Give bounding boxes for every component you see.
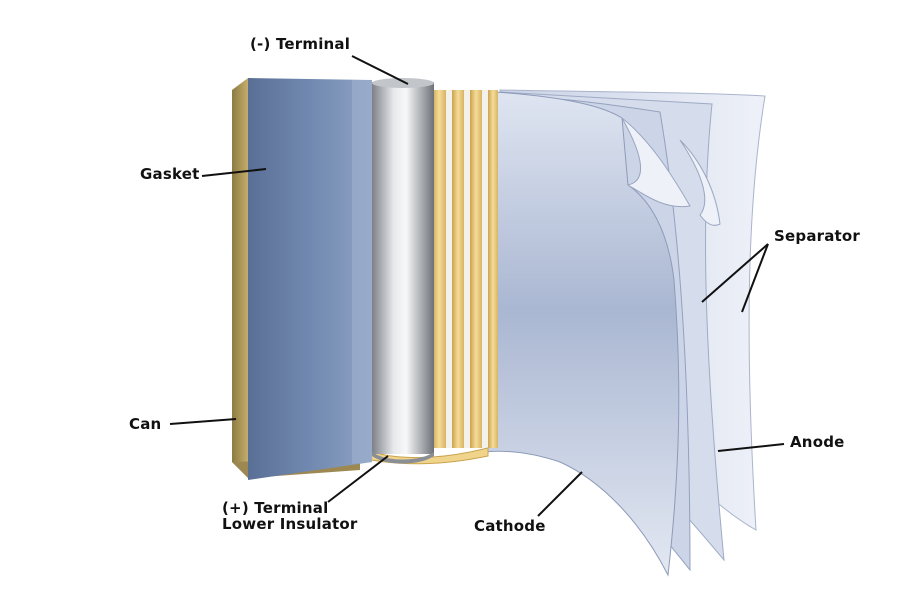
leader-separator-2 <box>741 243 769 313</box>
insulator-strip-1 <box>432 90 446 448</box>
terminal-cylinder <box>372 82 434 454</box>
gasket-label: Gasket <box>140 165 200 183</box>
electrode-strip-1 <box>446 90 452 448</box>
can-label: Can <box>129 415 162 433</box>
electrode-strip-2 <box>464 90 470 448</box>
terminal-top-cap <box>372 78 434 88</box>
leader-separator-1 <box>701 243 769 303</box>
separator-fold <box>679 139 721 226</box>
negative-terminal-label: (-) Terminal <box>250 35 351 53</box>
electrode-strip-3 <box>482 90 488 448</box>
leader-gasket <box>201 168 267 177</box>
positive-terminal-label: (+) Terminal <box>222 499 329 517</box>
insulator-strip-2 <box>452 90 464 448</box>
cathode-label: Cathode <box>474 517 546 535</box>
leader-lines <box>169 55 785 517</box>
can-side <box>232 78 248 478</box>
cathode-fold <box>621 117 691 208</box>
insulator-strip-3 <box>470 90 482 448</box>
cathode-sheet <box>484 91 680 577</box>
gasket-block <box>248 78 372 480</box>
anode-label: Anode <box>790 433 845 451</box>
terminal-bottom-cap <box>372 452 434 464</box>
lower-insulator-label: Lower Insulator <box>222 515 358 533</box>
leader-cathode <box>537 471 583 517</box>
leader-pos-terminal <box>327 455 389 503</box>
gasket-highlight <box>352 80 372 464</box>
insulator-strip-4 <box>488 90 498 448</box>
separator-label: Separator <box>774 227 861 245</box>
leader-anode <box>717 443 785 452</box>
leader-neg-terminal <box>351 55 409 85</box>
leader-can <box>169 418 237 425</box>
